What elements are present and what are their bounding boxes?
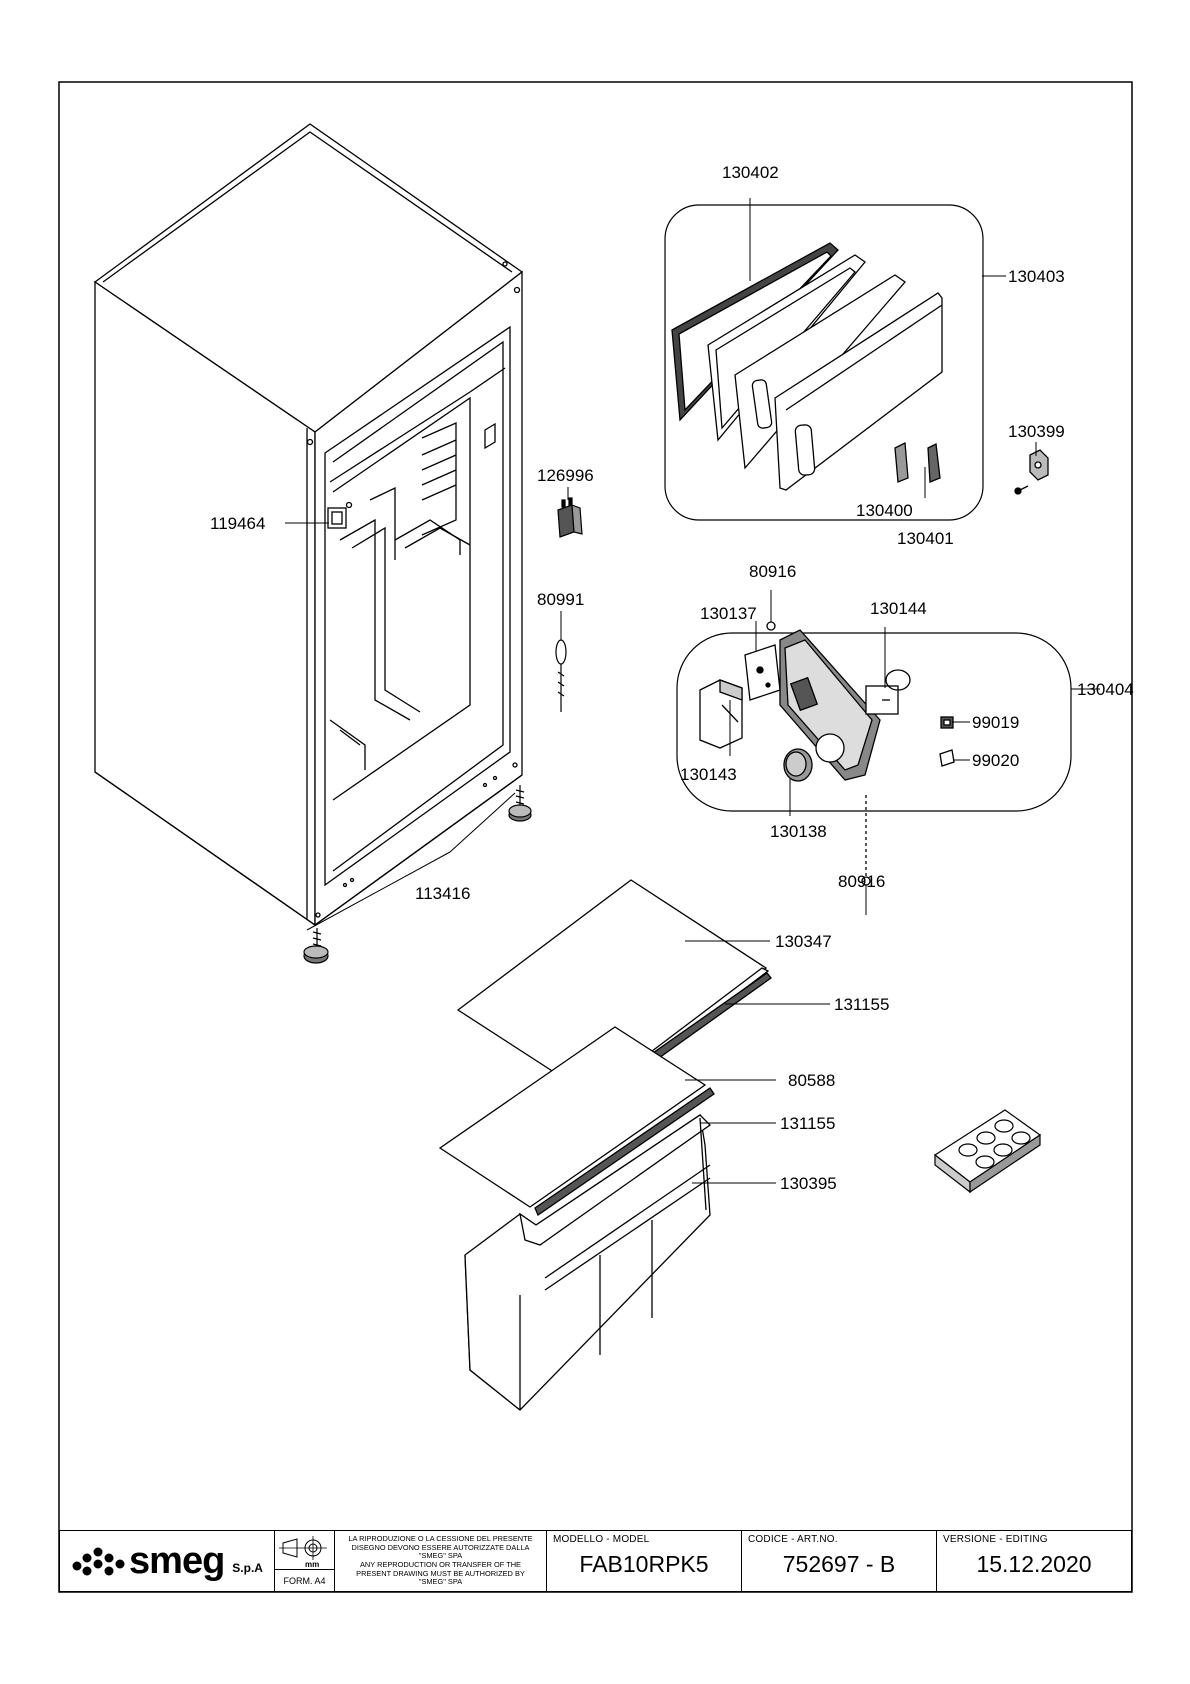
freezer-door-parts [671,242,1049,495]
fridge-cabinet [93,123,524,927]
label-99020: 99020 [972,751,1019,770]
label-130347: 130347 [775,932,832,951]
label-130137: 130137 [700,604,757,623]
model-label: MODELLO - MODEL [553,1534,650,1545]
version-label: VERSIONE - EDITING [943,1534,1048,1545]
label-80991: 80991 [537,590,584,609]
legal-line: PRESENT DRAWING MUST BE AUTHORIZED BY [356,1568,525,1578]
door-switch-part [557,497,583,538]
label-99019: 99019 [972,713,1019,732]
label-130395: 130395 [780,1174,837,1193]
legal-line: ANY REPRODUCTION OR TRANSFER OF THE [360,1560,521,1569]
crisper-cover [438,1026,715,1216]
label-130401: 130401 [897,529,954,548]
format-label: FORM. A4 [283,1576,326,1586]
label-130400: 130400 [856,501,913,520]
label-130143: 130143 [680,765,737,784]
label-130144: 130144 [870,599,927,618]
model-value: FAB10RPK5 [579,1551,709,1577]
code-label: CODICE - ART.NO. [748,1534,838,1545]
legal-line: "SMEG" SPA [418,1577,463,1587]
version-value: 15.12.2020 [976,1551,1092,1577]
label-130404: 130404 [1077,680,1134,699]
legal-line: "SMEG" SPA [418,1551,463,1561]
label-130138: 130138 [770,822,827,841]
code-value: 752697 - B [782,1551,896,1577]
title-block: smeg S.p.A mm FORM. A4 LA RIPRODUZIONE O… [59,1530,1132,1592]
brand-logo: smeg S.p.A [60,1531,274,1591]
label-126996: 126996 [537,466,594,485]
legal-line: LA RIPRODUZIONE O LA CESSIONE DEL PRESEN… [348,1534,533,1544]
freezer-door-group-outline [664,204,984,521]
projection-symbol-icon: mm [279,1536,327,1569]
drawing-frame [58,81,1133,1593]
label-80588: 80588 [788,1071,835,1090]
lamp-part [555,639,567,712]
legal-notice: LA RIPRODUZIONE O LA CESSIONE DEL PRESEN… [334,1531,546,1591]
label-130399: 130399 [1008,422,1065,441]
label-131155-top: 131155 [834,995,889,1014]
part-labels: 130402 130403 130399 130400 130401 12699… [210,163,1134,1193]
crisper-drawer [464,1113,712,1411]
label-113416: 113416 [415,884,470,903]
label-80916-bottom: 80916 [838,872,885,891]
model-field: MODELLO - MODEL FAB10RPK5 [546,1531,741,1591]
label-80916-top: 80916 [749,562,796,581]
thermostat-parts [699,621,955,886]
thermostat-group-outline [676,632,1072,812]
legal-line: DISEGNO DEVONO ESSERE AUTORIZZATE DALLA [351,1542,530,1552]
levelling-foot-front [303,928,329,964]
leader-lines [285,198,1100,1184]
egg-tray [933,1109,1042,1194]
code-field: CODICE - ART.NO. 752697 - B [741,1531,936,1591]
brand-dots-icon [72,1547,125,1576]
brand-name: smeg [129,1540,225,1582]
label-131155-bottom: 131155 [780,1114,835,1133]
version-field: VERSIONE - EDITING 15.12.2020 [936,1531,1131,1591]
projection-symbol-cell: mm FORM. A4 [274,1531,334,1591]
scale-unit: mm [305,1560,319,1569]
levelling-foot-rear [508,785,532,822]
brand-suffix: S.p.A [232,1561,263,1575]
label-130402: 130402 [722,163,779,182]
label-130403: 130403 [1008,267,1065,286]
label-119464: 119464 [210,514,265,533]
